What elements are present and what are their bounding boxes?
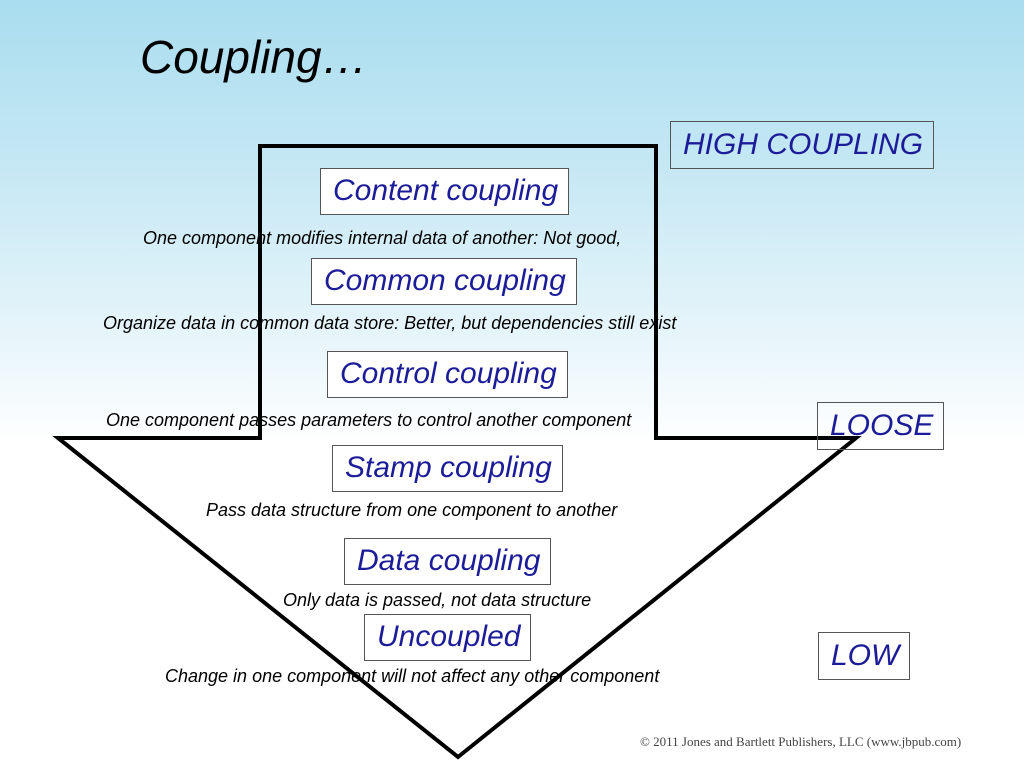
high-coupling-label: HIGH COUPLING [670,121,935,169]
stamp-coupling-description: Pass data structure from one component t… [206,500,618,520]
data-coupling-box: Data coupling [344,538,552,585]
content-coupling-box: Content coupling [320,168,570,215]
loose-label: LOOSE [817,402,945,450]
control-coupling-box: Control coupling [327,351,568,398]
uncoupled-description: Change in one component will not affect … [165,666,660,686]
low-label: LOW [818,632,911,680]
stamp-coupling-box: Stamp coupling [332,445,563,492]
common-coupling-box: Common coupling [311,258,577,305]
control-coupling-description: One component passes parameters to contr… [106,410,632,430]
content-coupling-description: One component modifies internal data of … [143,228,622,248]
data-coupling-description: Only data is passed, not data structure [283,590,592,610]
page-title: Coupling… [140,31,368,83]
uncoupled-box: Uncoupled [364,614,532,661]
common-coupling-description: Organize data in common data store: Bett… [103,313,677,333]
copyright-notice: © 2011 Jones and Bartlett Publishers, LL… [640,734,962,749]
